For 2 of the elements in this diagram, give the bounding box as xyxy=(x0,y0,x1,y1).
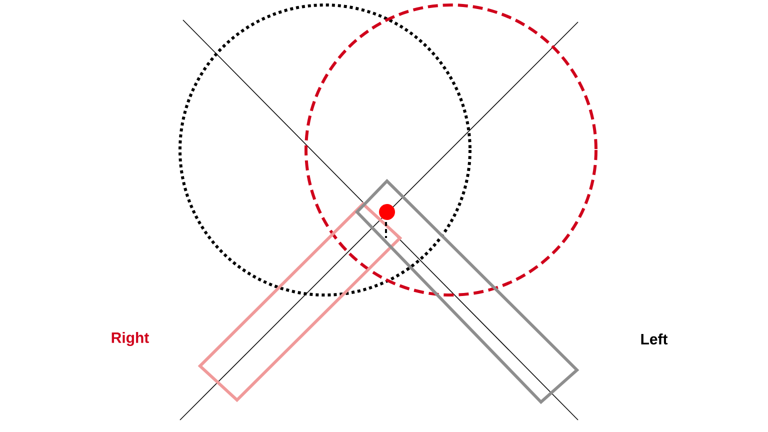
side-label: Right xyxy=(112,332,149,346)
side-label: Left xyxy=(641,334,668,344)
